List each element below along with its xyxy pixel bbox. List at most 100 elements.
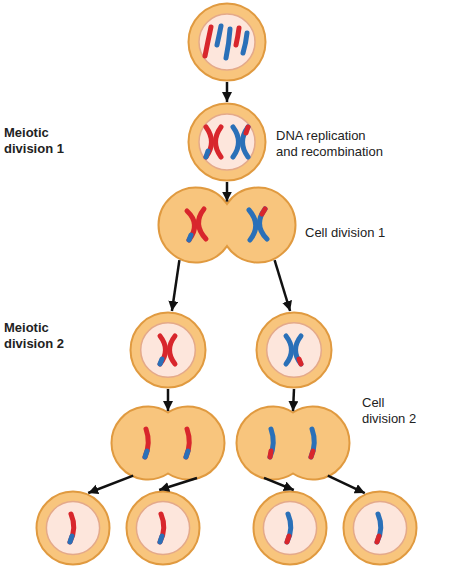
chromatid bbox=[377, 514, 381, 542]
cell-outline bbox=[129, 311, 207, 389]
cell-outline bbox=[187, 102, 267, 182]
crossover-tip bbox=[287, 536, 289, 542]
chromatid bbox=[145, 429, 148, 457]
nucleus bbox=[353, 501, 406, 554]
chromatid bbox=[187, 211, 195, 240]
nucleus bbox=[141, 323, 196, 378]
chromatid bbox=[160, 336, 166, 364]
nucleus bbox=[199, 114, 255, 170]
chromosomes-cell-1 bbox=[206, 127, 248, 157]
arrow bbox=[167, 389, 170, 411]
cell bbox=[187, 2, 267, 82]
dividing-cell bbox=[112, 407, 225, 480]
dividing-cell bbox=[237, 407, 350, 480]
arrow bbox=[172, 260, 180, 311]
chromatid bbox=[286, 336, 292, 364]
arrow bbox=[226, 182, 229, 202]
chromatid bbox=[198, 209, 206, 239]
arrow bbox=[88, 476, 133, 493]
chromatid bbox=[259, 209, 267, 239]
chromatid bbox=[206, 127, 212, 157]
crossover-tip bbox=[160, 359, 162, 364]
cell bbox=[129, 311, 207, 389]
cell-outline bbox=[35, 490, 111, 566]
cell-outline bbox=[157, 186, 297, 264]
cell: DNA replication and recombination bbox=[187, 102, 267, 182]
stage-label: Meiotic division 1 bbox=[4, 125, 79, 157]
crossover-tip bbox=[262, 209, 265, 214]
cell-outline bbox=[110, 405, 226, 481]
crossover-tip bbox=[246, 127, 248, 133]
cell: Cell division 2 bbox=[235, 405, 351, 481]
chromatid bbox=[296, 336, 302, 364]
cell bbox=[110, 405, 226, 481]
crossover-tip bbox=[299, 359, 301, 364]
cell bbox=[125, 490, 201, 566]
chromosomes-cell-2 bbox=[187, 209, 267, 240]
stage-caption: Cell division 2 bbox=[362, 395, 424, 427]
chromosome bbox=[236, 28, 239, 45]
cell-outline bbox=[125, 490, 201, 566]
crossover-tip bbox=[270, 451, 271, 457]
crossover-tip bbox=[311, 451, 313, 457]
chromatid bbox=[249, 210, 256, 240]
nucleus bbox=[199, 14, 255, 70]
crossover-tip bbox=[206, 151, 208, 157]
cell-membrane bbox=[127, 492, 200, 565]
stage-label: Meiotic division 2 bbox=[4, 320, 79, 352]
chromatid bbox=[160, 514, 164, 542]
cell-outline bbox=[342, 490, 418, 566]
cell bbox=[252, 490, 328, 566]
chromatid bbox=[243, 127, 249, 157]
chromatid bbox=[70, 514, 74, 542]
chromosome bbox=[217, 26, 221, 45]
cell: Cell division 1 bbox=[157, 186, 297, 264]
cell bbox=[255, 311, 333, 389]
crossover-tip bbox=[189, 235, 191, 240]
chromatid bbox=[311, 429, 314, 457]
arrow bbox=[275, 260, 291, 311]
cell-membrane bbox=[37, 492, 110, 565]
nucleus bbox=[136, 501, 189, 554]
chromosomes-cell-0 bbox=[205, 26, 247, 58]
chromatid bbox=[270, 429, 273, 457]
crossover-tip bbox=[160, 536, 162, 542]
arrow bbox=[226, 82, 229, 102]
nucleus bbox=[267, 323, 322, 378]
cell-membrane bbox=[344, 492, 417, 565]
chromosomes-cell-4 bbox=[286, 336, 301, 364]
chromosomes-cell-6 bbox=[270, 429, 314, 457]
chromatid bbox=[216, 127, 222, 157]
chromatid bbox=[233, 127, 239, 157]
cell bbox=[342, 490, 418, 566]
stage-caption: DNA replication and recombination bbox=[276, 128, 390, 160]
crossover-tip bbox=[186, 451, 188, 457]
chromosome bbox=[226, 29, 230, 58]
cell-membrane bbox=[189, 104, 266, 181]
chromatid bbox=[170, 336, 176, 364]
cell-membrane bbox=[131, 313, 206, 388]
cell-membrane bbox=[254, 492, 327, 565]
arrow bbox=[264, 478, 294, 490]
cell-outline bbox=[252, 490, 328, 566]
cell-outline bbox=[235, 405, 351, 481]
arrow bbox=[293, 389, 294, 411]
stage-caption: Cell division 1 bbox=[305, 225, 425, 241]
dividing-cell bbox=[159, 188, 296, 263]
chromatid bbox=[287, 514, 291, 542]
chromosome bbox=[205, 27, 211, 56]
cell-outline bbox=[255, 311, 333, 389]
cell-outline bbox=[187, 2, 267, 82]
chromosomes-cell-3 bbox=[160, 336, 175, 364]
crossover-tip bbox=[145, 451, 147, 457]
cell-membrane bbox=[257, 313, 332, 388]
crossover-tip bbox=[377, 536, 379, 542]
arrow bbox=[328, 476, 365, 493]
cell bbox=[35, 490, 111, 566]
chromosomes-cell-5 bbox=[145, 429, 189, 457]
cell-membrane bbox=[189, 4, 266, 81]
